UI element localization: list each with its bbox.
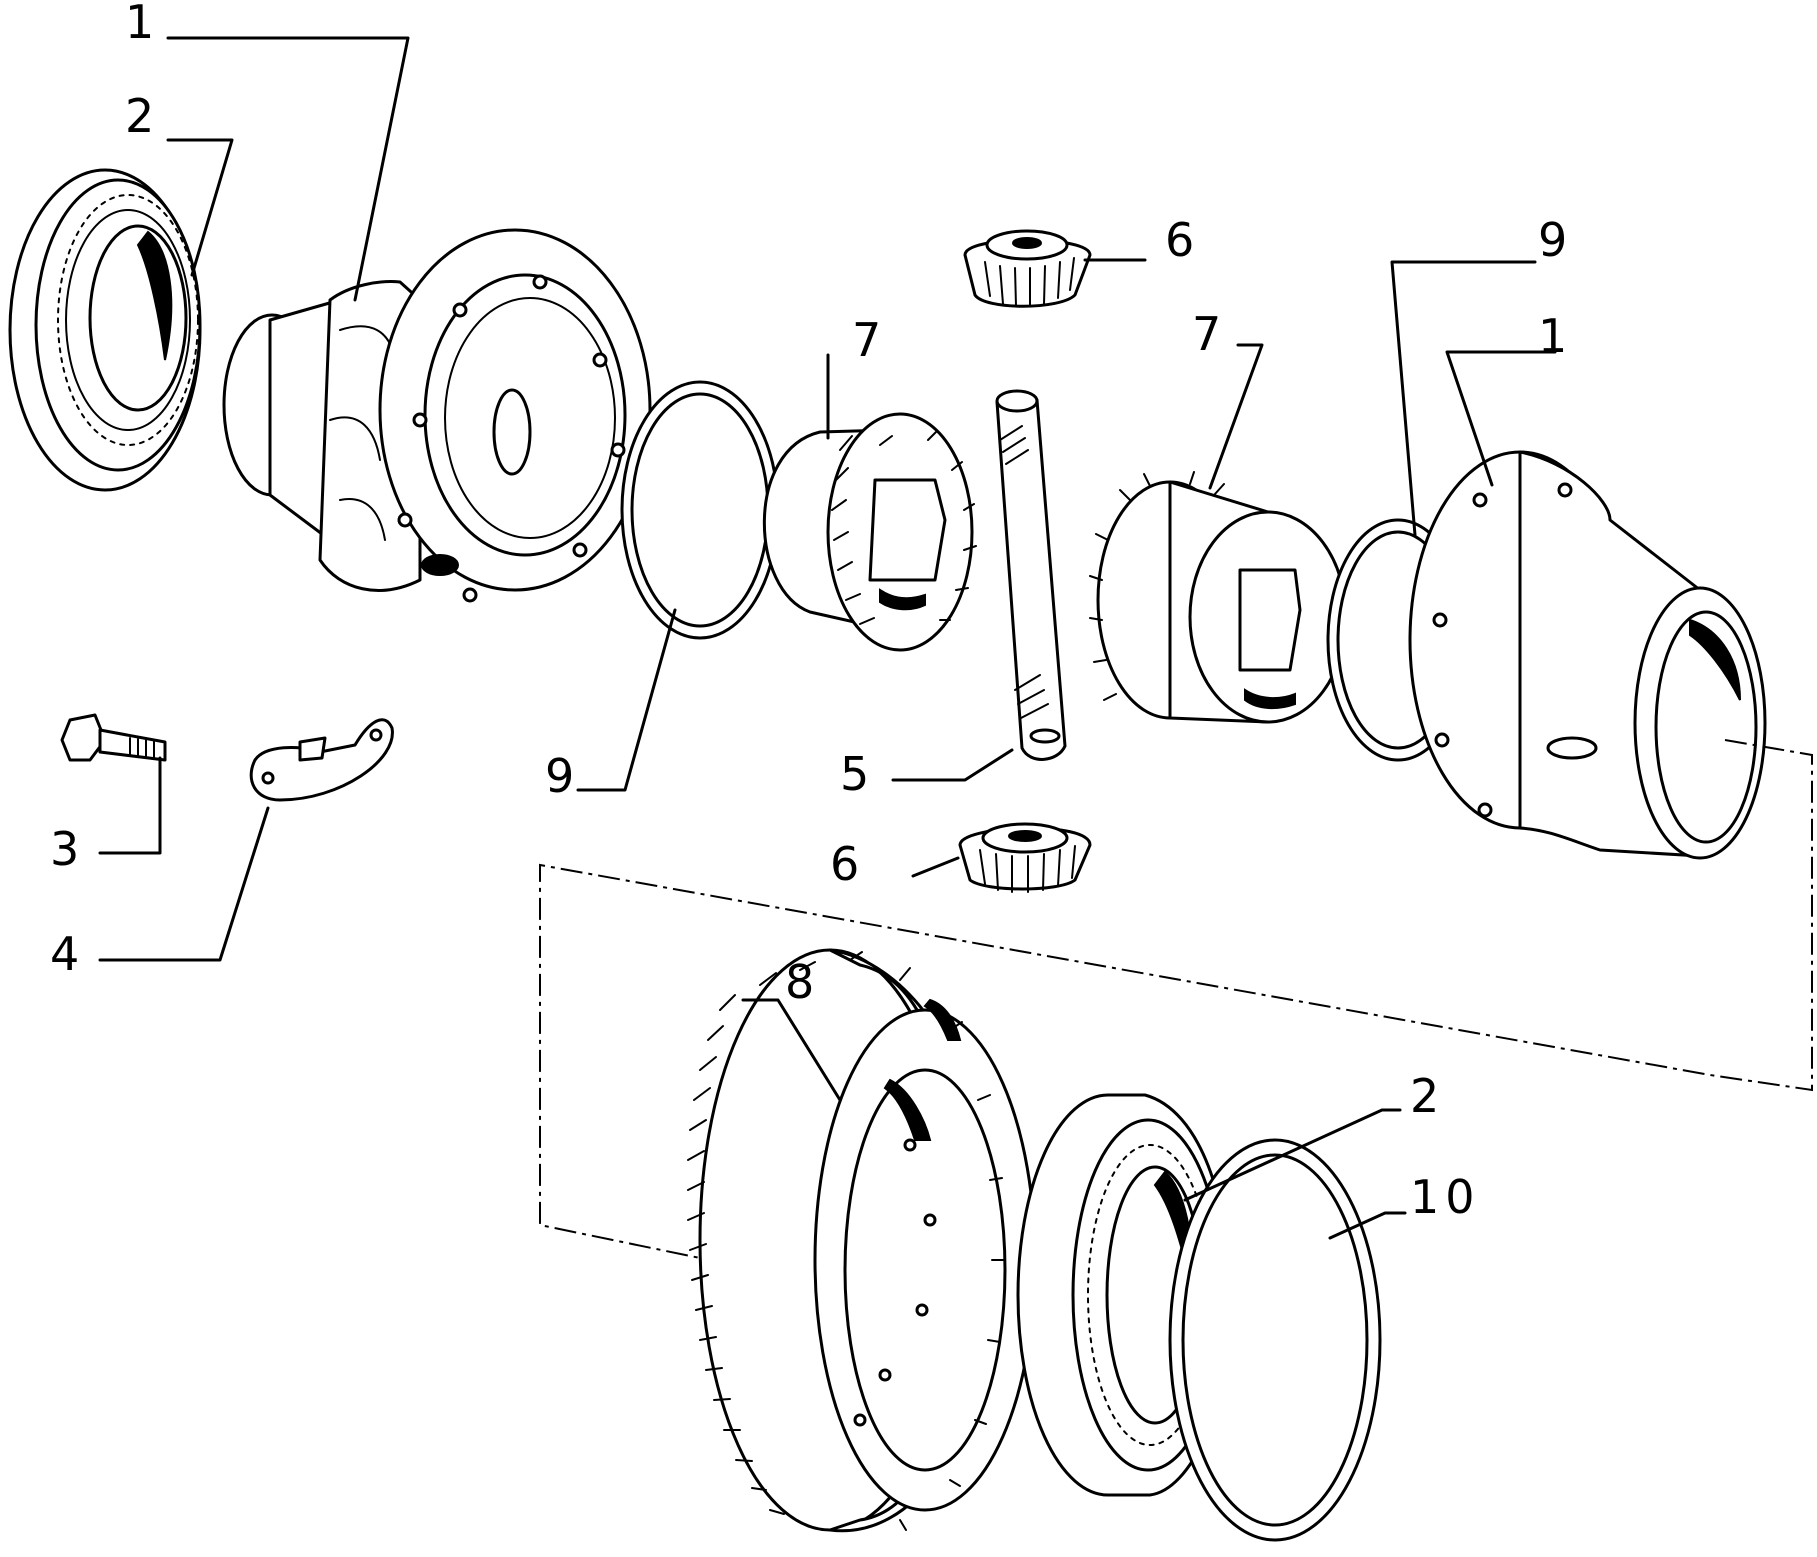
callout-2-lower: 2 xyxy=(1410,1069,1439,1123)
callout-2-top: 2 xyxy=(125,89,154,143)
callout-5: 5 xyxy=(840,747,869,801)
callout-7-left: 7 xyxy=(852,313,881,367)
callout-8: 8 xyxy=(785,955,814,1009)
part-bearing-left xyxy=(8,168,202,492)
part-lock-plate xyxy=(249,718,394,802)
callout-1-right: 1 xyxy=(1538,309,1567,363)
leader-lines xyxy=(98,36,1557,1240)
assembly-axis-line xyxy=(539,739,1813,1259)
part-side-gear-right xyxy=(1089,471,1348,724)
part-pinion-gear-upper xyxy=(963,229,1092,308)
part-crown-wheel xyxy=(687,948,1037,1533)
callout-6-lower: 6 xyxy=(830,837,859,891)
part-pinion-shaft xyxy=(995,389,1067,761)
part-housing-left xyxy=(222,228,652,603)
callout-10: 10 xyxy=(1410,1170,1481,1224)
callout-3: 3 xyxy=(50,822,79,876)
callout-7-right: 7 xyxy=(1192,307,1221,361)
part-side-gear-left xyxy=(762,412,977,652)
callout-6-upper: 6 xyxy=(1165,213,1194,267)
part-shim-ring-left xyxy=(620,380,780,640)
callout-labels: 1 2 6 9 1 7 7 9 5 3 4 6 8 2 10 xyxy=(50,0,1567,1224)
part-bolt xyxy=(60,713,167,762)
part-pinion-gear-lower xyxy=(958,822,1092,893)
callout-9-right: 9 xyxy=(1538,213,1567,267)
part-housing-right xyxy=(1408,450,1767,860)
callout-1-top: 1 xyxy=(125,0,154,49)
callout-4: 4 xyxy=(50,927,79,981)
callout-9-left: 9 xyxy=(545,749,574,803)
part-seal-ring xyxy=(1168,1138,1382,1542)
